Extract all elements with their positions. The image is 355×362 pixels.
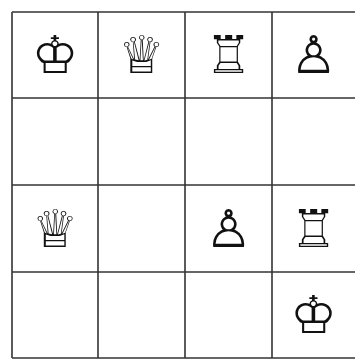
chess-piece-cell: ♙ [186, 186, 271, 271]
chess-piece: ♔ [32, 29, 79, 81]
chess-piece: ♙ [205, 203, 252, 255]
chess-piece: ♙ [290, 29, 337, 81]
chess-piece-cell: ♖ [186, 13, 271, 97]
chess-piece-cell: ♕ [99, 13, 184, 97]
chess-piece: ♖ [290, 203, 337, 255]
chess-piece-cell: ♖ [273, 186, 354, 271]
chess-piece: ♕ [32, 203, 79, 255]
chess-piece: ♔ [290, 289, 337, 341]
chess-piece-cell: ♔ [13, 13, 97, 97]
chess-piece-cell: ♙ [273, 13, 354, 97]
chess-piece: ♖ [205, 29, 252, 81]
chess-piece: ♕ [118, 29, 165, 81]
chess-piece-cell: ♔ [273, 273, 354, 357]
chess-piece-cell: ♕ [13, 186, 97, 271]
